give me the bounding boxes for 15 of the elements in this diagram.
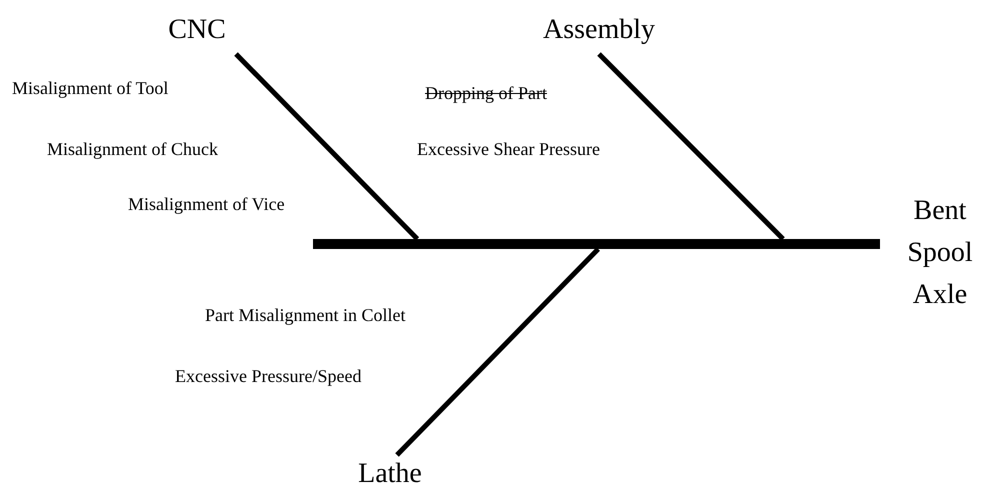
spine-bar <box>313 239 880 249</box>
cause-label: Excessive Shear Pressure <box>417 139 600 160</box>
cause-label: Misalignment of Tool <box>12 78 168 99</box>
fishbone-line <box>597 52 785 241</box>
effect-label: Bent Spool Axle <box>906 194 974 312</box>
cause-label: Misalignment of Chuck <box>47 139 218 160</box>
category-label: Assembly <box>543 13 655 47</box>
cause-label: Part Misalignment in Collet <box>205 305 406 326</box>
cause-label: Excessive Pressure/Speed <box>175 366 362 387</box>
fishbone-line <box>234 52 420 241</box>
category-label: Lathe <box>358 457 422 491</box>
struck-cause-label: Dropping of Part <box>425 83 547 104</box>
cause-label: Misalignment of Vice <box>128 194 285 215</box>
fishbone-line <box>395 247 600 457</box>
category-label: CNC <box>168 13 226 47</box>
